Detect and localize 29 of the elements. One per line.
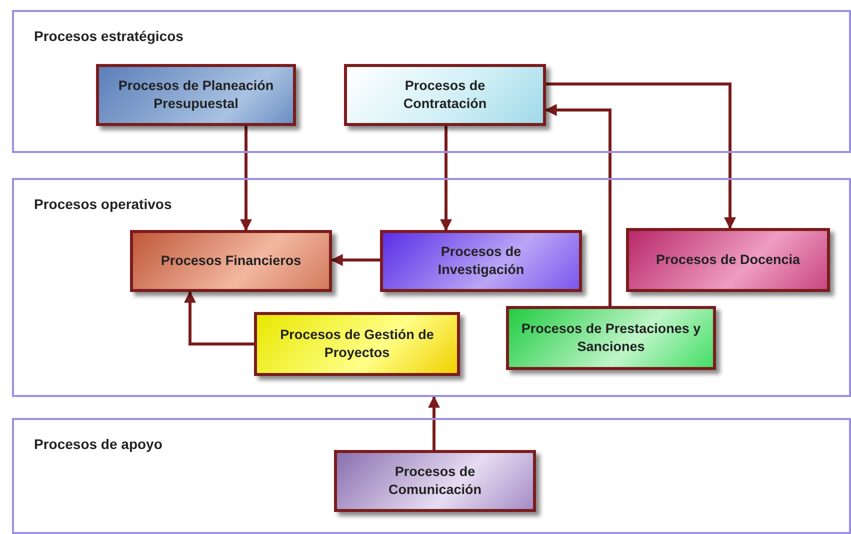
box-label: Procesos de Docencia	[654, 251, 802, 269]
arrow	[330, 254, 380, 266]
box-label: Procesos de Prestaciones y Sanciones	[520, 320, 702, 356]
swimlane-band	[12, 10, 851, 153]
box-label: Procesos de Gestión de Proyectos	[279, 326, 435, 362]
process-box	[334, 450, 536, 512]
process-box	[96, 64, 296, 126]
process-box	[254, 312, 460, 376]
arrow	[544, 104, 612, 306]
arrow	[428, 396, 440, 450]
process-box	[380, 230, 582, 292]
box-label: Procesos de Planeación Presupuestal	[117, 77, 275, 113]
arrow	[440, 126, 452, 232]
process-box	[506, 306, 716, 370]
lane-title: Procesos operativos	[34, 196, 172, 212]
process-box	[626, 228, 830, 292]
swimlane-band	[12, 178, 851, 397]
arrow	[240, 126, 252, 232]
lane-title: Procesos estratégicos	[34, 28, 184, 44]
arrow	[184, 290, 254, 346]
box-label: Procesos Financieros	[160, 252, 302, 270]
box-label: Procesos de Contratación	[402, 77, 488, 113]
arrow	[546, 82, 736, 230]
swimlane-band	[12, 418, 851, 534]
process-box	[130, 230, 332, 292]
lane-title: Procesos de apoyo	[34, 436, 162, 452]
box-label: Procesos de Comunicación	[387, 463, 482, 499]
box-label: Procesos de Investigación	[436, 243, 526, 279]
process-box	[344, 64, 546, 126]
